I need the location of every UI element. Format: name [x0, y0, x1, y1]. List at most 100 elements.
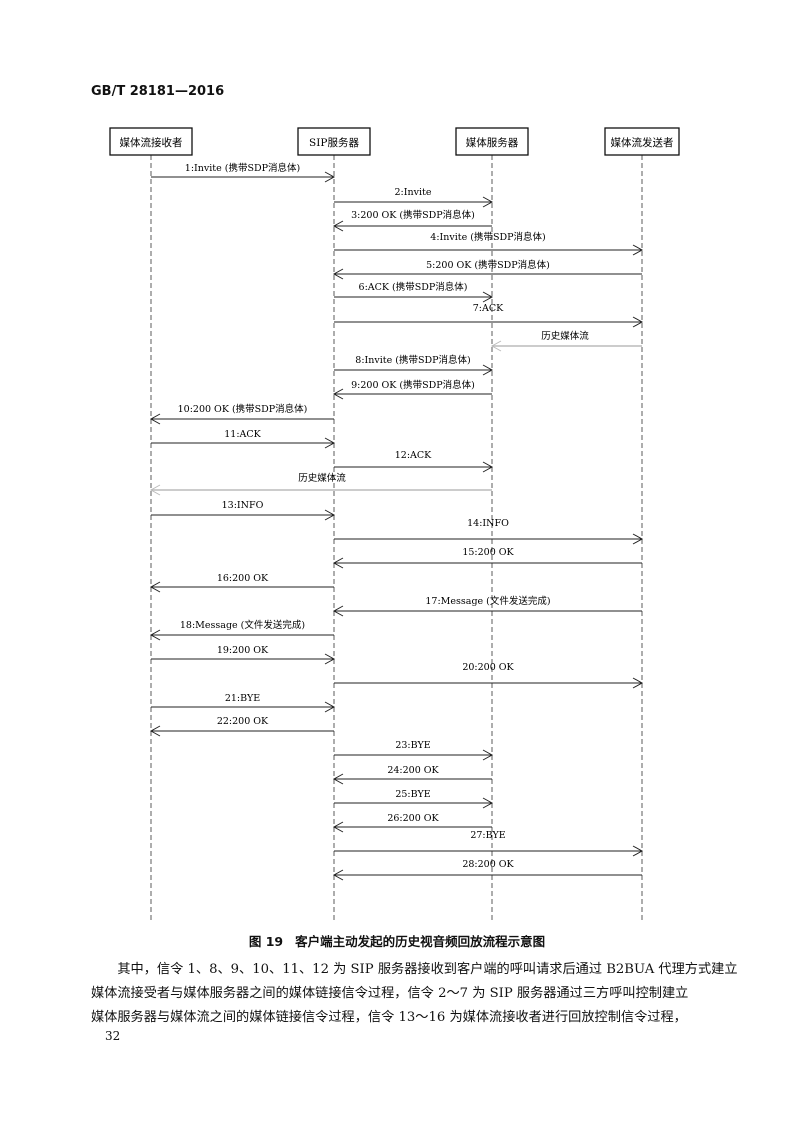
- message-arrow: 28:200 OK: [332, 859, 642, 881]
- participant-label: 媒体服务器: [466, 136, 519, 149]
- message-label: 8:Invite (携带SDP消息体): [355, 354, 470, 366]
- message-label: 23:BYE: [395, 740, 430, 751]
- arrowhead: [324, 171, 336, 183]
- arrowhead: [332, 821, 344, 833]
- message-arrow: 23:BYE: [334, 740, 494, 761]
- message-label: 1:Invite (携带SDP消息体): [185, 162, 300, 174]
- participant-label: SIP服务器: [309, 136, 359, 149]
- message-label: 12:ACK: [395, 450, 432, 461]
- message-arrow: 16:200 OK: [149, 573, 334, 593]
- message-label: 17:Message (文件发送完成): [425, 595, 550, 607]
- message-arrow: 18:Message (文件发送完成): [149, 619, 334, 641]
- body-line-3: 媒体服务器与媒体流之间的媒体链接信令过程，信令 13～16 为媒体流接收者进行回…: [91, 1010, 687, 1025]
- arrowhead: [632, 533, 644, 545]
- message-label: 历史媒体流: [541, 330, 589, 342]
- message-label: 24:200 OK: [387, 765, 439, 776]
- arrowhead: [490, 340, 502, 352]
- message-arrow: 19:200 OK: [151, 645, 336, 665]
- message-arrow: 5:200 OK (携带SDP消息体): [332, 259, 642, 280]
- message-arrow: 8:Invite (携带SDP消息体): [334, 354, 494, 376]
- message-label: 15:200 OK: [462, 547, 514, 558]
- participant-0: 媒体流接收者: [109, 127, 193, 922]
- message-label: 10:200 OK (携带SDP消息体): [178, 403, 308, 415]
- sequence-diagram: 媒体流接收者 SIP服务器 媒体服务器 媒体流发送者 1:Invite (携带SDP消息…: [109, 127, 680, 922]
- arrowhead: [482, 291, 494, 303]
- message-arrow: 13:INFO: [151, 500, 336, 521]
- arrowhead: [332, 605, 344, 617]
- arrowhead: [332, 773, 344, 785]
- arrowhead: [149, 629, 161, 641]
- arrowhead: [632, 677, 644, 689]
- arrowhead: [332, 869, 344, 881]
- message-label: 22:200 OK: [217, 716, 269, 727]
- message-label: 27:BYE: [470, 830, 505, 841]
- arrowhead: [149, 581, 161, 593]
- arrowhead: [482, 196, 494, 208]
- message-label: 16:200 OK: [217, 573, 269, 584]
- standard-header: GB/T 28181—2016: [91, 84, 225, 99]
- message-arrow: 15:200 OK: [332, 547, 642, 569]
- arrowhead: [332, 268, 344, 280]
- figure-title: 客户端主动发起的历史视音频回放流程示意图: [295, 934, 546, 949]
- media-stream-arrow: 历史媒体流: [490, 330, 642, 352]
- message-label: 14:INFO: [467, 518, 509, 529]
- message-label: 28:200 OK: [462, 859, 514, 870]
- arrowhead: [482, 461, 494, 473]
- body-line-1: 其中，信令 1、8、9、10、11、12 为 SIP 服务器接收到客户端的呼叫请…: [91, 962, 738, 977]
- page-number: 32: [105, 1029, 121, 1043]
- message-arrow: 2:Invite: [334, 187, 494, 208]
- message-label: 3:200 OK (携带SDP消息体): [351, 209, 475, 221]
- arrowhead: [482, 797, 494, 809]
- participant-label: 媒体流发送者: [611, 136, 674, 149]
- message-arrow: 3:200 OK (携带SDP消息体): [332, 209, 492, 232]
- message-label: 19:200 OK: [217, 645, 269, 656]
- message-arrow: 7:ACK: [334, 303, 644, 328]
- message-arrow: 12:ACK: [334, 450, 494, 473]
- arrowhead: [332, 388, 344, 400]
- message-arrow: 24:200 OK: [332, 765, 492, 785]
- arrowhead: [332, 220, 344, 232]
- message-arrow: 6:ACK (携带SDP消息体): [334, 281, 494, 303]
- arrowhead: [324, 509, 336, 521]
- message-arrow: 11:ACK: [151, 429, 336, 449]
- arrowhead: [632, 244, 644, 256]
- message-arrow: 26:200 OK: [332, 813, 492, 833]
- message-arrow: 1:Invite (携带SDP消息体): [151, 162, 336, 183]
- arrowhead: [632, 316, 644, 328]
- arrowhead: [149, 484, 161, 496]
- arrowhead: [632, 845, 644, 857]
- message-arrow: 20:200 OK: [334, 662, 644, 689]
- message-label: 2:Invite: [395, 187, 432, 198]
- message-label: 11:ACK: [224, 429, 261, 440]
- participant-2: 媒体服务器: [455, 127, 529, 922]
- message-arrow: 22:200 OK: [149, 716, 334, 737]
- participant-box: [455, 127, 529, 156]
- message-label: 26:200 OK: [387, 813, 439, 824]
- message-arrow: 4:Invite (携带SDP消息体): [334, 231, 644, 256]
- arrowhead: [324, 701, 336, 713]
- arrowhead: [324, 437, 336, 449]
- participant-1: SIP服务器: [297, 127, 371, 922]
- body-line-2: 媒体流接受者与媒体服务器之间的媒体链接信令过程，信令 2～7 为 SIP 服务器…: [91, 986, 689, 1001]
- message-label: 21:BYE: [225, 693, 260, 704]
- message-arrow: 17:Message (文件发送完成): [332, 595, 642, 617]
- message-arrow: 14:INFO: [334, 518, 644, 545]
- participant-3: 媒体流发送者: [604, 127, 680, 922]
- arrowhead: [482, 364, 494, 376]
- message-label: 20:200 OK: [462, 662, 514, 673]
- participant-box: [604, 127, 680, 156]
- message-label: 4:Invite (携带SDP消息体): [430, 231, 545, 243]
- message-label: 历史媒体流: [298, 472, 346, 484]
- participant-label: 媒体流接收者: [120, 136, 183, 149]
- message-label: 7:ACK: [473, 303, 504, 314]
- message-label: 9:200 OK (携带SDP消息体): [351, 379, 475, 391]
- media-stream-arrow: 历史媒体流: [149, 472, 492, 496]
- message-arrow: 27:BYE: [334, 830, 644, 857]
- message-label: 13:INFO: [222, 500, 264, 511]
- arrowhead: [149, 725, 161, 737]
- message-label: 25:BYE: [395, 789, 430, 800]
- arrowhead: [324, 653, 336, 665]
- message-label: 18:Message (文件发送完成): [180, 619, 305, 631]
